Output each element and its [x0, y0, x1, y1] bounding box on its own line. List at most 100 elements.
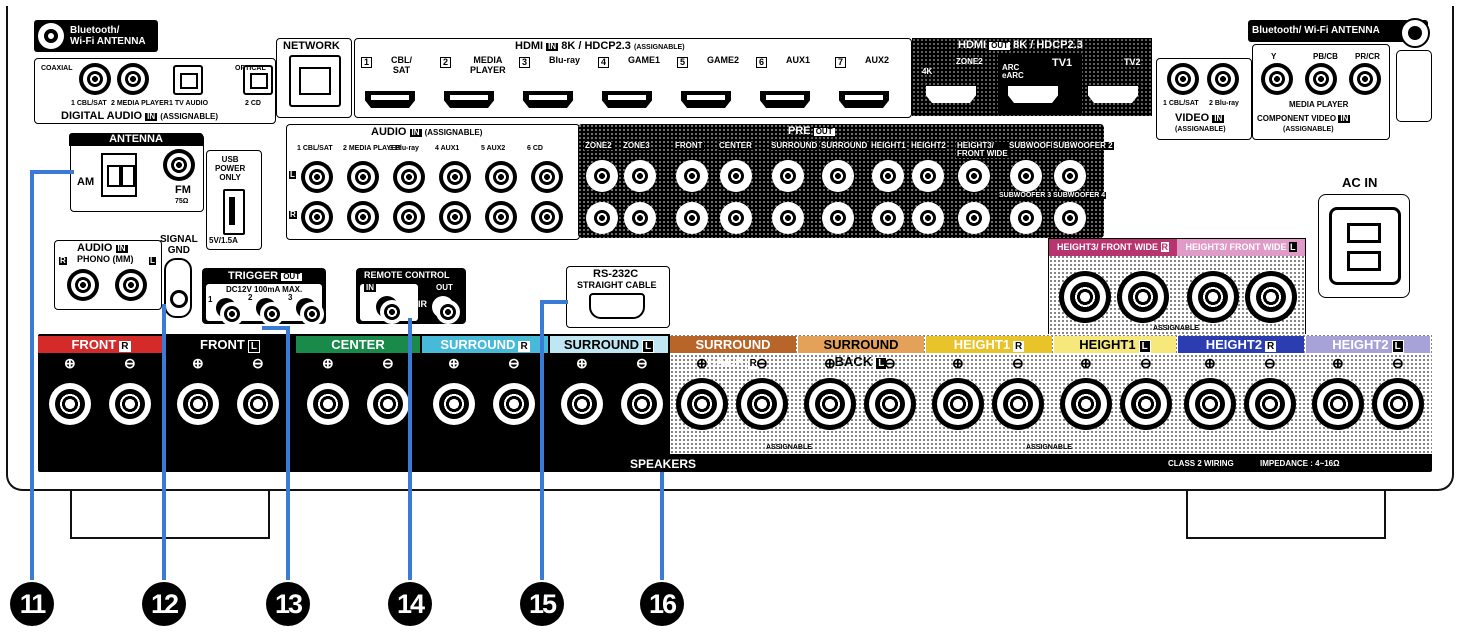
pre-out-jack-bot-11[interactable]: [1054, 202, 1086, 234]
speaker-post-minus-3[interactable]: [362, 378, 414, 430]
comp-jack-pr[interactable]: [1349, 63, 1381, 95]
speaker-post-plus-8[interactable]: [932, 378, 984, 430]
hdmi-in-port-5[interactable]: [681, 91, 731, 108]
h3-r-minus[interactable]: [1117, 271, 1169, 323]
audio-in-jack-l-6[interactable]: [531, 161, 563, 193]
pre-out-jack-top-5[interactable]: [772, 160, 804, 192]
h3-r-plus[interactable]: [1059, 271, 1111, 323]
speaker-side-9: L: [1138, 340, 1151, 353]
coax-jack-2[interactable]: [117, 63, 149, 95]
audio-in-jack-r-6[interactable]: [531, 201, 563, 233]
pre-out-jack-top-4[interactable]: [720, 160, 752, 192]
hdmi-in-port-3[interactable]: [523, 91, 573, 108]
pre-out-jack-bot-4[interactable]: [720, 202, 752, 234]
phono-jack-l[interactable]: [115, 269, 147, 301]
speaker-post-plus-1[interactable]: [44, 378, 96, 430]
speaker-post-minus-8[interactable]: [992, 378, 1044, 430]
audio-in-jack-l-5[interactable]: [485, 161, 517, 193]
audio-in-jack-l-2[interactable]: [347, 161, 379, 193]
pre-out-jack-top-6[interactable]: [822, 160, 854, 192]
audio-in-jack-r-2[interactable]: [347, 201, 379, 233]
speaker-post-minus-1[interactable]: [104, 378, 156, 430]
h3-l-minus[interactable]: [1245, 271, 1297, 323]
remote-out-jack[interactable]: [432, 296, 460, 324]
speaker-post-plus-7[interactable]: [804, 378, 856, 430]
audio-in-jack-l-4[interactable]: [439, 161, 471, 193]
pre-out-jack-top-2[interactable]: [624, 160, 656, 192]
optical-jack-1[interactable]: [173, 65, 203, 95]
pre-out-jack-top-9[interactable]: [958, 160, 990, 192]
pre-out-jack-top-10[interactable]: [1010, 160, 1042, 192]
pre-out-jack-bot-10[interactable]: [1010, 202, 1042, 234]
speaker-post-minus-4[interactable]: [488, 378, 540, 430]
speaker-post-plus-2[interactable]: [172, 378, 224, 430]
pre-out-jack-top-7[interactable]: [872, 160, 904, 192]
comp-jack-pb[interactable]: [1305, 63, 1337, 95]
video-jack-1[interactable]: [1167, 63, 1199, 95]
pre-out-jack-top-8[interactable]: [912, 160, 944, 192]
speaker-post-minus-11[interactable]: [1372, 378, 1424, 430]
speaker-post-plus-4[interactable]: [428, 378, 480, 430]
comp-jack-y[interactable]: [1261, 63, 1293, 95]
ethernet-port[interactable]: [289, 55, 341, 107]
speaker-post-minus-5[interactable]: [616, 378, 668, 430]
usb-port[interactable]: [223, 189, 245, 235]
trigger-jack-1[interactable]: [216, 298, 244, 326]
pre-out-jack-top-11[interactable]: [1054, 160, 1086, 192]
video-title: VIDEO: [1175, 112, 1210, 124]
audio-in-jack-r-1[interactable]: [301, 201, 333, 233]
h3-l-plus[interactable]: [1187, 271, 1239, 323]
speaker-post-plus-9[interactable]: [1060, 378, 1112, 430]
speaker-post-minus-7[interactable]: [864, 378, 916, 430]
pre-out-jack-bot-6[interactable]: [822, 202, 854, 234]
pre-out-jack-bot-9[interactable]: [958, 202, 990, 234]
pre-out-jack-bot-7[interactable]: [872, 202, 904, 234]
speaker-side-11: L: [1391, 340, 1404, 353]
trigger-num-1: 1: [208, 295, 213, 304]
fm-jack[interactable]: [163, 149, 195, 181]
trigger-jack-2[interactable]: [256, 298, 284, 326]
pre-out-jack-bot-1[interactable]: [586, 202, 618, 234]
hdmi-out-port-tv2[interactable]: [1088, 86, 1138, 103]
speaker-post-plus-3[interactable]: [302, 378, 354, 430]
speaker-post-plus-6[interactable]: [676, 378, 728, 430]
speaker-post-plus-11[interactable]: [1312, 378, 1364, 430]
hdmi-in-port-4[interactable]: [602, 91, 652, 108]
pre-out-jack-bot-8[interactable]: [912, 202, 944, 234]
audio-in-jack-r-5[interactable]: [485, 201, 517, 233]
hdmi-in-port-1[interactable]: [365, 91, 415, 108]
speaker-post-minus-9[interactable]: [1120, 378, 1172, 430]
speaker-minus-icon-10: ⊖: [1264, 355, 1276, 371]
pre-out-jack-top-1[interactable]: [586, 160, 618, 192]
phono-jack-r[interactable]: [67, 269, 99, 301]
hdmi-out-port-zone2[interactable]: [926, 86, 976, 103]
hdmi-in-port-2[interactable]: [444, 91, 494, 108]
speaker-post-plus-5[interactable]: [556, 378, 608, 430]
pre-out-jack-bot-5[interactable]: [772, 202, 804, 234]
hdmi-in-port-6[interactable]: [760, 91, 810, 108]
ac-inlet[interactable]: [1318, 194, 1410, 298]
signal-gnd-terminal[interactable]: [164, 258, 192, 318]
speaker-post-minus-2[interactable]: [232, 378, 284, 430]
pre-out-jack-bot-2[interactable]: [624, 202, 656, 234]
hdmi-in-port-7[interactable]: [839, 91, 889, 108]
coax-jack-1[interactable]: [79, 63, 111, 95]
speaker-post-plus-10[interactable]: [1184, 378, 1236, 430]
speaker-post-minus-10[interactable]: [1244, 378, 1296, 430]
audio-in-jack-r-4[interactable]: [439, 201, 471, 233]
rs232c-port[interactable]: [589, 293, 645, 319]
am-terminal[interactable]: [101, 153, 137, 197]
pre-out-jack-top-3[interactable]: [676, 160, 708, 192]
hdmi-out-port-tv1[interactable]: [1008, 86, 1058, 103]
speaker-post-minus-6[interactable]: [736, 378, 788, 430]
remote-in-jack[interactable]: [376, 296, 404, 324]
audio-in-jack-l-3[interactable]: [393, 161, 425, 193]
audio-in-jack-l-1[interactable]: [301, 161, 333, 193]
video-jack-2[interactable]: [1207, 63, 1239, 95]
audio-in-jack-r-3[interactable]: [393, 201, 425, 233]
pre-out-jack-bot-3[interactable]: [676, 202, 708, 234]
hdmi-in-label-5: GAME2: [707, 55, 740, 65]
optical-jack-2[interactable]: [243, 65, 273, 95]
trigger-jack-3[interactable]: [296, 298, 324, 326]
